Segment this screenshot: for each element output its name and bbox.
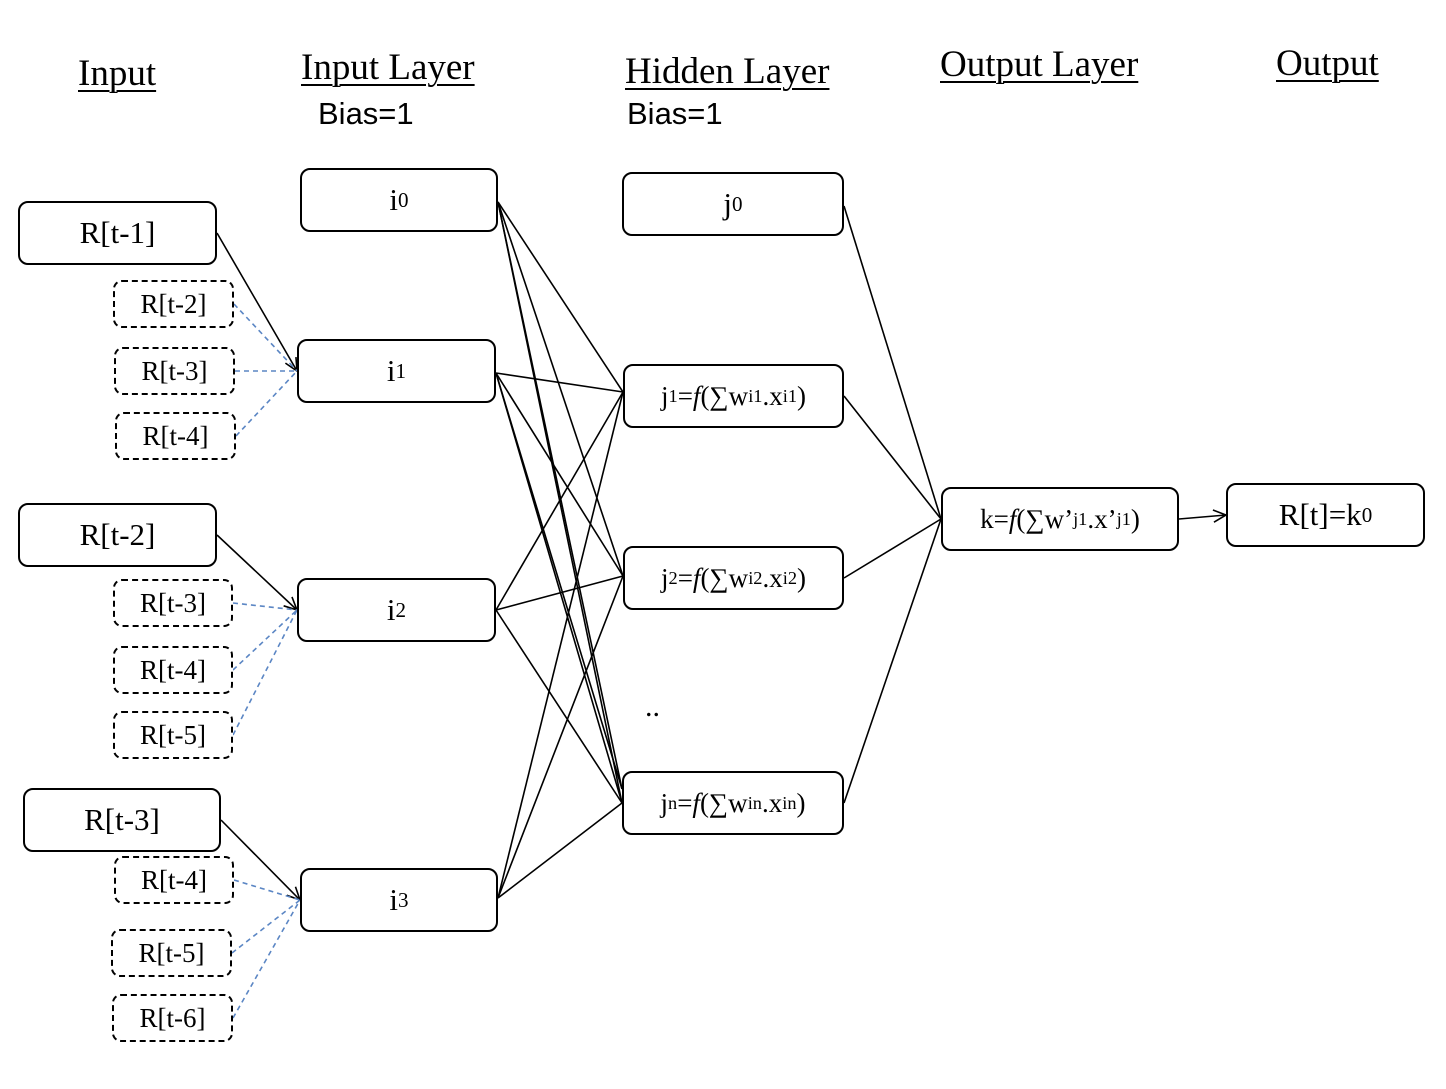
hidden-output-connection-line: [843, 395, 942, 520]
lag-connection-line: [232, 609, 298, 736]
input-term: .x: [761, 787, 783, 818]
input-node-lag: R[t-2]: [113, 280, 234, 328]
input-node-lag: R[t-6]: [112, 994, 233, 1042]
input-connection-line: [216, 534, 298, 611]
input-term: .x: [762, 562, 783, 593]
input-hidden-connection-line: [495, 372, 624, 577]
node-label: j: [723, 186, 733, 221]
activation-function: f: [692, 562, 701, 593]
input-node-lag: R[t-4]: [113, 646, 233, 694]
input-hidden-connection-line: [495, 575, 624, 611]
equals-sign: =: [677, 562, 693, 593]
equals-sign: =: [677, 787, 693, 818]
input-term: .x: [762, 380, 783, 411]
lag-connection-line: [235, 370, 298, 437]
activation-function: f: [692, 380, 701, 411]
header-input-layer: Input Layer: [301, 47, 475, 88]
lag-connection-line: [232, 899, 301, 1019]
input-connection-line: [216, 232, 298, 372]
input-hidden-connection-line: [495, 372, 623, 790]
input-node-lag: R[t-4]: [114, 856, 234, 904]
lag-connection-line: [233, 879, 301, 901]
input-hidden-connection-line: [495, 372, 624, 393]
lag-connection-line: [233, 303, 298, 372]
input-hidden-connection-line: [495, 391, 624, 611]
node-label: i: [386, 592, 396, 627]
input-hidden-connection-line: [497, 201, 624, 577]
sum-weight: (∑w: [700, 380, 749, 411]
input-hidden-connection-line: [495, 609, 623, 804]
input-hidden-connection-line: [497, 391, 624, 899]
hidden-output-connection-line: [843, 205, 942, 520]
node-label: j: [660, 380, 669, 411]
input-hidden-connection-line: [497, 201, 623, 790]
sum-weight: (∑w: [700, 562, 749, 593]
lag-connection-line: [232, 609, 298, 671]
close-paren: ): [1130, 503, 1140, 534]
close-paren: ): [797, 562, 806, 593]
input-hidden-connection-line: [497, 575, 624, 899]
input-layer-bias-label: Bias=1: [318, 96, 414, 131]
input-node-lag: R[t-5]: [111, 929, 232, 977]
close-paren: ): [796, 787, 806, 818]
activation-function: f: [1008, 503, 1017, 534]
hidden-layer-bias-label: Bias=1: [627, 96, 723, 131]
equals-sign: =: [677, 380, 693, 411]
header-output: Output: [1276, 43, 1379, 84]
input-node-lag: R[t-4]: [115, 412, 236, 460]
activation-function: f: [692, 787, 700, 818]
input-connection-line: [220, 819, 301, 901]
output-layer-node-k: k=f(∑w’j1.x’j1): [941, 487, 1179, 551]
input-node-main: R[t-3]: [23, 788, 221, 852]
node-label: i: [389, 882, 399, 917]
input-hidden-connection-line: [497, 201, 624, 393]
node-label: i: [386, 353, 396, 388]
header-hidden-layer: Hidden Layer: [625, 51, 830, 92]
input-node-main: R[t-2]: [18, 503, 217, 567]
hidden-output-connection-line: [843, 518, 942, 579]
header-input: Input: [78, 53, 157, 94]
hidden-layer-ellipsis: ..: [645, 690, 660, 723]
sum-weight: (∑w’: [1016, 503, 1074, 534]
lag-connection-line: [232, 602, 298, 611]
node-label: R[t]=k: [1278, 497, 1362, 532]
node-label: j: [660, 562, 669, 593]
input-hidden-connection-line: [497, 802, 623, 899]
hidden-output-connection-line: [843, 518, 942, 804]
input-node-lag: R[t-5]: [113, 711, 233, 759]
input-node-main: R[t-1]: [18, 201, 217, 265]
header-output-layer: Output Layer: [940, 44, 1139, 85]
input-term: .x’: [1087, 503, 1117, 534]
input-node-lag: R[t-3]: [114, 347, 235, 395]
node-label: i: [389, 182, 399, 217]
node-label: j: [660, 787, 668, 818]
output-connection-line: [1178, 514, 1227, 520]
input-node-lag: R[t-3]: [113, 579, 233, 627]
lag-connection-line: [231, 899, 301, 954]
sum-weight: (∑w: [699, 787, 748, 818]
close-paren: ): [797, 380, 806, 411]
node-label: k=: [980, 503, 1009, 534]
